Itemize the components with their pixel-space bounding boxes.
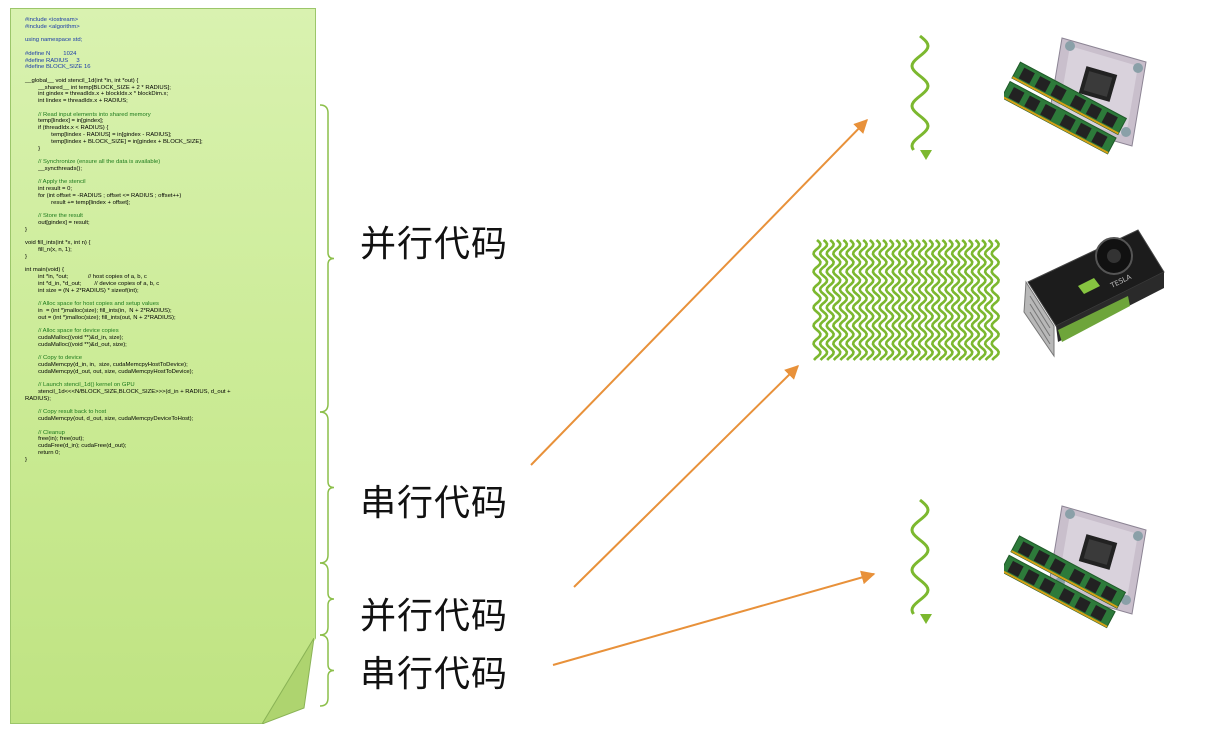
- code-line: // Launch stencil_1d() kernel on GPU: [25, 382, 135, 389]
- code-line: __global__ void stencil_1d(int *in, int …: [25, 77, 139, 84]
- brace-serial-2: [319, 634, 335, 707]
- code-line: out = (int *)malloc(size); fill_ints(out…: [25, 314, 176, 321]
- code-line: cudaMemcpy(d_in, in, size, cudaMemcpyHos…: [25, 362, 188, 369]
- code-line: result += temp[lindex + offset];: [25, 199, 131, 206]
- code-line: return 0;: [25, 450, 61, 456]
- code-line: using namespace std;: [25, 37, 83, 44]
- code-line: __shared__ int temp[BLOCK_SIZE + 2 * RAD…: [25, 84, 171, 91]
- code-line: int *in, *out; // host copies of a, b, c: [25, 274, 147, 281]
- brace-parallel-1: [319, 104, 335, 413]
- code-line: if (threadIdx.x < RADIUS) {: [25, 125, 109, 132]
- code-line: int *d_in, *d_out; // device copies of a…: [25, 280, 160, 287]
- label-serial-code-1: 串行代码: [360, 483, 509, 524]
- arrow-to-bottom-cpu: [552, 570, 876, 666]
- code-line: out[gindex] = result;: [25, 219, 90, 226]
- code-line: // Store the result: [25, 213, 83, 220]
- page-curl-icon: [262, 638, 314, 724]
- thread-bundle-icon: [812, 239, 1001, 361]
- code-line: // Synchronize (ensure all the data is a…: [25, 159, 161, 166]
- code-line: for (int offset = -RADIUS ; offset <= RA…: [25, 192, 182, 199]
- single-thread-top-icon: [910, 34, 932, 160]
- code-line: // Alloc space for host copies and setup…: [25, 301, 159, 308]
- code-line: // Apply the stencil: [25, 179, 86, 186]
- cpu-ram-icon-bottom: [1004, 505, 1147, 629]
- code-line: cudaMalloc((void **)&d_out, size);: [25, 341, 127, 348]
- brace-serial-1: [319, 411, 335, 564]
- code-line: stencil_1d<<<N/BLOCK_SIZE,BLOCK_SIZE>>>(…: [25, 389, 231, 396]
- arrow-to-top-cpu: [530, 118, 868, 466]
- code-sheet: #include <iostream>#include <algorithm> u…: [10, 8, 316, 724]
- code-line: cudaMemcpy(out, d_out, size, cudaMemcpyD…: [25, 416, 194, 423]
- code-line: RADIUS);: [25, 395, 51, 402]
- code-line: temp[lindex + BLOCK_SIZE] = in[gindex + …: [25, 138, 203, 145]
- label-parallel-code-1: 并行代码: [360, 224, 509, 265]
- arrow-to-gpu: [573, 365, 799, 588]
- code-line: // Read input elements into shared memor…: [25, 111, 151, 118]
- code-line: }: [25, 226, 27, 233]
- code-line: cudaMalloc((void **)&d_in, size);: [25, 334, 124, 341]
- code-line: int result = 0;: [25, 186, 72, 193]
- code-line: // Alloc space for device copies: [25, 328, 119, 335]
- label-serial-code-2: 串行代码: [360, 654, 509, 695]
- code-line: free(in); free(out);: [25, 436, 84, 443]
- brace-parallel-2: [319, 562, 335, 636]
- code-line: // Copy to device: [25, 355, 82, 362]
- code-line: void fill_ints(int *x, int n) {: [25, 240, 91, 247]
- cpu-ram-icon-top: [1004, 37, 1147, 155]
- code-listing: #include <iostream>#include <algorithm> u…: [25, 17, 310, 464]
- gpu-card-icon: TESLA: [1023, 229, 1165, 358]
- code-line: fill_n(x, n, 1);: [25, 247, 72, 254]
- code-line: // Copy result back to host: [25, 409, 107, 416]
- single-thread-bottom-icon: [910, 498, 932, 624]
- code-line: temp[lindex - RADIUS] = in[gindex - RADI…: [25, 132, 172, 139]
- code-line: // Cleanup: [25, 429, 65, 436]
- code-line: cudaMemcpy(d_out, out, size, cudaMemcpyH…: [25, 368, 194, 375]
- code-line: #define BLOCK_SIZE 16: [25, 64, 91, 71]
- code-line: #define N 1024: [25, 50, 77, 57]
- code-line: }: [25, 145, 41, 152]
- code-line: #include <algorithm>: [25, 23, 80, 30]
- code-line: int size = (N + 2*RADIUS) * sizeof(int);: [25, 287, 139, 294]
- code-line: __syncthreads();: [25, 165, 82, 172]
- code-line: int lindex = threadIdx.x + RADIUS;: [25, 98, 128, 105]
- code-line: temp[lindex] = in[gindex];: [25, 118, 104, 125]
- label-parallel-code-2: 并行代码: [360, 596, 509, 637]
- code-line: cudaFree(d_in); cudaFree(d_out);: [25, 443, 127, 450]
- code-line: in = (int *)malloc(size); fill_ints(in, …: [25, 307, 172, 314]
- code-line: int main(void) {: [25, 267, 64, 274]
- code-line: }: [25, 253, 27, 260]
- code-line: #include <iostream>: [25, 17, 79, 23]
- code-line: #define RADIUS 3: [25, 57, 80, 64]
- code-line: int gindex = threadIdx.x + blockIdx.x * …: [25, 91, 169, 98]
- code-line: }: [25, 456, 27, 463]
